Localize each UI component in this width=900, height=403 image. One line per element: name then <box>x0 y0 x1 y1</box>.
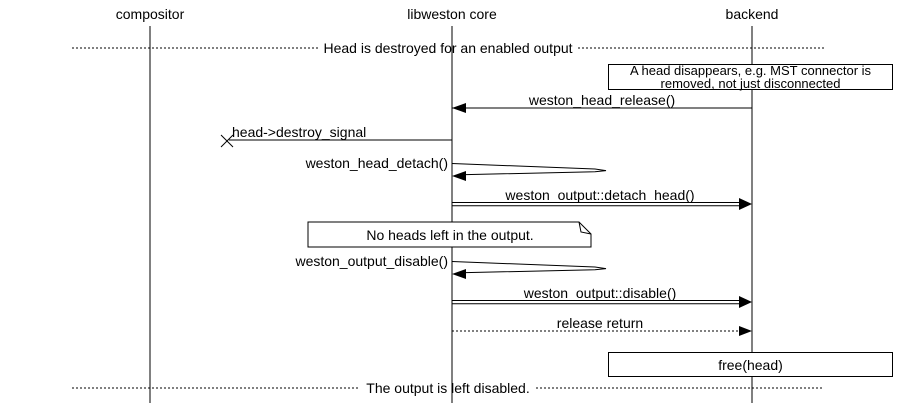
message-label-weston-head-detach: weston_head_detach() <box>305 155 448 171</box>
note-head-disappears-line2: removed, not just disconnected <box>660 76 841 91</box>
participant-label-libweston-core: libweston core <box>407 6 497 22</box>
participant-label-backend: backend <box>725 6 779 22</box>
message-label-weston-output-disable: weston_output_disable() <box>295 253 448 269</box>
divider-bottom-label: The output is left disabled. <box>366 380 530 396</box>
note-no-heads-left-fold-icon <box>578 221 592 235</box>
self-arrow-weston-output-disable <box>451 261 607 274</box>
note-head-disappears-line1: A head disappears, e.g. MST connector is <box>629 63 872 78</box>
lost-message-x-icon <box>220 134 234 148</box>
box-free-head: free(head) <box>608 352 893 377</box>
arrowhead-left-weston-head-release <box>452 103 466 113</box>
message-label-release-return: release return <box>556 315 644 331</box>
arrowhead-right-weston-output-disable-call <box>739 296 752 308</box>
note-no-heads-left-label: No heads left in the output. <box>366 227 534 243</box>
box-free-head-label: free(head) <box>718 356 783 373</box>
self-arrow-weston-head-detach <box>451 163 607 176</box>
message-label-weston-output-detach-head: weston_output::detach_head() <box>505 187 695 203</box>
arrowhead-right-weston-output-detach-head <box>739 198 752 210</box>
arrowhead-right-release-return <box>739 326 752 336</box>
participant-label-compositor: compositor <box>115 6 185 22</box>
arrowhead-left-weston-head-detach <box>452 171 466 181</box>
message-label-weston-output-disable-call: weston_output::disable() <box>523 285 677 301</box>
note-head-disappears: A head disappears, e.g. MST connector is… <box>608 64 893 90</box>
message-label-weston-head-release: weston_head_release() <box>528 92 676 108</box>
divider-top-label: Head is destroyed for an enabled output <box>323 40 573 56</box>
message-label-head-destroy-signal: head->destroy_signal <box>232 124 367 140</box>
arrowhead-left-weston-output-disable <box>452 269 466 279</box>
note-no-heads-left-shape <box>307 221 592 248</box>
